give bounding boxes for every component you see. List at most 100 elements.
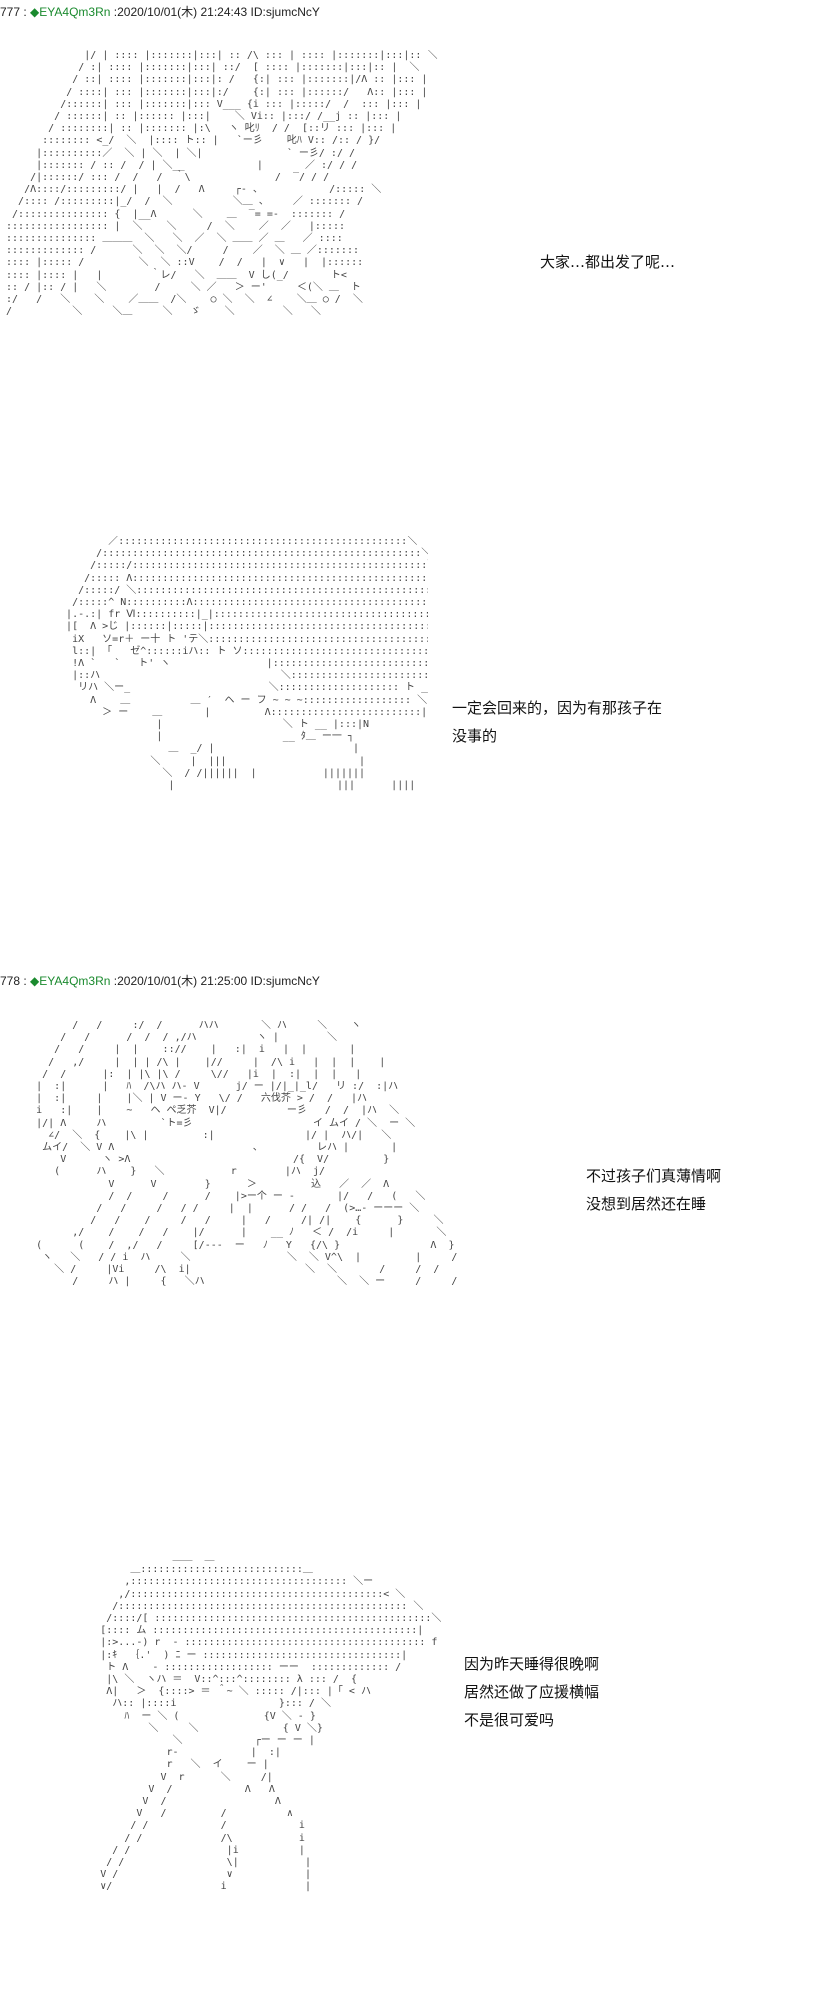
ascii-art-line: / ::::::| :: |:::::: |:::| ＼ Vi:: |:::/ … bbox=[0, 111, 402, 123]
ascii-art-line: ::::::::::::::::: | ＼ ＼ / ＼ ／ ／ |::::: bbox=[0, 220, 346, 232]
ascii-art-line: / / |i | bbox=[28, 1844, 305, 1856]
post-number: 777 bbox=[0, 5, 21, 19]
post-header-778: 778 : ◆EYA4Qm3Rn :2020/10/01(木) 21:25:00… bbox=[0, 972, 320, 989]
ascii-art-line: ∨/ i | bbox=[28, 1881, 311, 1893]
ascii-art-line: ＿ _/ | | bbox=[48, 743, 360, 755]
dialogue-line: 没想到居然还在睡 bbox=[586, 1195, 707, 1213]
ascii-art-line: ハ:: |::::i }::: / ＼ bbox=[28, 1698, 331, 1710]
ascii-art-line: :/ / ＼ ＼ ／＿＿ /＼ ○ ＼ ＼ ∠ ＼＿ ○ / ＼ bbox=[0, 294, 363, 306]
dialogue-line: 不是很可爱吗 bbox=[464, 1711, 555, 1729]
ascii-art-line: / / :/ / ハハ ＼ ハ ＼ ヽ bbox=[0, 1020, 362, 1031]
ascii-art-line: V V } ＞ 込 ／ ／ Λ bbox=[0, 1178, 390, 1190]
ascii-art-panel-3: / / :/ / ハハ ＼ ハ ＼ ヽ / / / / / ,/ハ ヽ | ＼ … bbox=[0, 1020, 580, 1470]
ascii-art-line: Λ| ＞ {::::> ＝ ＾~ ＼ ::::: /|::: |「 < ハ bbox=[28, 1686, 371, 1698]
post-datetime-id: :2020/10/01(木) 21:24:43 ID:sjumcNcY bbox=[110, 5, 320, 19]
ascii-art-line: |.-.:| fr Ⅵ::::::::::|_|::::::::::::::::… bbox=[66, 609, 428, 621]
ascii-art-line: / ::| :::: |:::::::|:::|: / {:| ::: |:::… bbox=[0, 74, 428, 86]
ascii-art-line: l::| 「 ゼ^::::::iハ:: ト ソ:::::::::::::::::… bbox=[72, 645, 428, 657]
ascii-art-line: |::ハ ＼::::::::::::::::::::::::::: | bbox=[48, 670, 428, 682]
ascii-art-line: |::::::: / :: / / | ＼__ | ／ :/ / / bbox=[0, 159, 358, 171]
ascii-art-line: ::::::::::::: / ＼ ＼ ＼/ / ／ ＼ ＿ ／::::::: bbox=[0, 245, 359, 257]
ascii-art-line: /|::::::/ ::: / / / ｀\ / ‾/ / / bbox=[0, 172, 330, 184]
ascii-art-line: / ＼ ＼＿ ＼ ゞ ＼ ＼ ＼ bbox=[0, 306, 321, 318]
ascii-art-line: V / ∨ | bbox=[28, 1869, 311, 1881]
dialogue-panel-3: 不过孩子们真薄情啊 没想到居然还在睡 bbox=[586, 1162, 721, 1218]
ascii-art-panel-2: ／:::::::::::::::::::::::::::::::::::::::… bbox=[48, 536, 428, 906]
ascii-art-line: / / /\ i bbox=[28, 1832, 305, 1844]
ascii-art-line: ＿:::::::::::::::::::::::::::＿ bbox=[28, 1564, 313, 1576]
ascii-art-line: ト Λ ‐ :::::::::::::::::: ーー ::::::::::::… bbox=[28, 1661, 402, 1673]
ascii-art-line: |/ | :::: |:::::::|:::| :: /\ ::: | ::::… bbox=[0, 50, 438, 61]
ascii-art-line: ∠/ ＼ { |\ | :| |/ | ハ/| ＼ bbox=[0, 1129, 392, 1141]
dialogue-line: 一定会回来的，因为有那孩子在 bbox=[452, 699, 663, 717]
ascii-art-line: /:::::::::::::::::::::::::::::::::::::::… bbox=[28, 1600, 424, 1612]
ascii-art-line: / :| :::: |:::::::|:::| ::/ [ :::: |::::… bbox=[0, 62, 420, 74]
ascii-art-line: Λ ＿ ＿ ′ ヘ ー フ ~ ~ ~:::::::::::::::::: ＼ソ bbox=[48, 694, 428, 706]
ascii-art-line: ＞ ー ＿ | Λ:::::::::::::::::::::::::| bbox=[48, 706, 428, 718]
post-header-777: 777 : ◆EYA4Qm3Rn :2020/10/01(木) 21:24:43… bbox=[0, 3, 320, 20]
ascii-art-line: V / Λ bbox=[28, 1796, 281, 1808]
ascii-art-line: / / | | ::// | :| i | | | bbox=[0, 1044, 356, 1056]
ascii-art-line: | __ ﾀ＿ ー一 ┐ bbox=[48, 731, 354, 743]
ascii-art-line: ＼ ┌ー ー ー | bbox=[28, 1735, 315, 1747]
ascii-art-line: :::: |::::: / ＼ ＼ ::V / / | ∨ | |:::::: bbox=[0, 257, 364, 269]
ascii-art-line: /::::/[ ::::::::::::::::::::::::::::::::… bbox=[28, 1613, 442, 1625]
ascii-art-line: /:::::::::::::::::::::::::::::::::::::::… bbox=[48, 548, 428, 560]
ascii-art-line: ムイ/ ＼ V Λ 、 レハ | | bbox=[0, 1142, 398, 1154]
ascii-art-line: / ハ | { ＼ハ ＼ ＼ ー / / bbox=[0, 1276, 458, 1288]
ascii-art-line: /:::::/ ＼:::::::::::::::::::::::::::::::… bbox=[48, 584, 428, 596]
ascii-art-line: / / \| | bbox=[28, 1857, 311, 1869]
ascii-art-line: :: / |:: / | ＼ / ＼ ／ ＞ ー' ＜(＼ ＿ ト bbox=[0, 281, 361, 293]
ascii-art-line: / / / / / | / /| /| { } ＼ bbox=[0, 1215, 444, 1227]
ascii-art-line: / / |: | |\ |\ / \// |i | :| | | | bbox=[0, 1068, 362, 1080]
ascii-art-line: V ヽ >Λ /{ V/ } bbox=[0, 1154, 390, 1166]
ascii-art-line: r ＼ イ ー | bbox=[28, 1759, 269, 1771]
ascii-art-line: |:>...-) r - :::::::::::::::::::::::::::… bbox=[28, 1637, 438, 1649]
ascii-art-line: / ,/ | | | /\ | |// | /\ i | | | | bbox=[0, 1056, 386, 1068]
ascii-art-line: ヽ ＼ / / i ハ ＼ ＼ ＼ V^\ | | / bbox=[0, 1251, 458, 1263]
ascii-art-line: | :| | ﾊ /\ハ ハ‐ V j/ ー |/|_|_l/ リ :/ :|ハ bbox=[0, 1081, 399, 1093]
dialogue-panel-2: 一定会回来的，因为有那孩子在 没事的 bbox=[452, 694, 662, 750]
ascii-art-line: ＼ / /|||||| | ||||||| bbox=[48, 767, 366, 779]
dialogue-line: 因为昨天睡得很晚啊 bbox=[464, 1655, 600, 1673]
ascii-art-line: ( ハ } ＼ r |ハ j/ bbox=[0, 1166, 326, 1178]
ascii-art-line: | ＼ ト __ |:::|N bbox=[48, 719, 370, 731]
ascii-art-line: :::: |:::: | | ｀レ/ ＼ ＿＿ V し(_/ ト< bbox=[0, 269, 347, 281]
post-number: 778 bbox=[0, 974, 21, 988]
ascii-art-line: V / / ∧ bbox=[28, 1808, 293, 1820]
ascii-art-line: ／:::::::::::::::::::::::::::::::::::::::… bbox=[48, 536, 418, 547]
ascii-art-line: /::::: Λ::::::::::::::::::::::::::::::::… bbox=[48, 572, 428, 584]
ascii-art-line: ＿＿ ＿ bbox=[28, 1552, 215, 1563]
ascii-art-line: iX ソ=r＋ ー十 ト 'テ＼::::::::::::::::::::::::… bbox=[72, 633, 428, 645]
dialogue-line: 居然还做了应援横幅 bbox=[464, 1683, 600, 1701]
post-trip[interactable]: ◆EYA4Qm3Rn bbox=[30, 974, 111, 988]
ascii-art-line: / ::::::::| :: |::::::: |:\ ヽ 叱ﾘ / / [::… bbox=[0, 123, 397, 135]
ascii-art-line: ＼ | ||| | bbox=[48, 755, 366, 767]
ascii-art-line: ＼ / |Vi /\ i| ＼ ＼ / / / bbox=[0, 1264, 440, 1276]
post-trip[interactable]: ◆EYA4Qm3Rn bbox=[30, 5, 111, 19]
ascii-art-line: | :| | |＼ | V ー‐ Y \/ / 六伐芥 > / / |ハ bbox=[0, 1093, 368, 1105]
ascii-art-line: | ||| |||| bbox=[48, 780, 416, 792]
ascii-art-line: !Λ ` ` ト' ヽ |:::::::::::::::::::::::::::… bbox=[72, 658, 428, 670]
ascii-art-line: |\ ＼ ヽハ ＝ V::^:::^:::::::: λ ::: / { bbox=[28, 1674, 357, 1686]
ascii-art-line: ＼ ＼ { V ＼} bbox=[28, 1722, 323, 1734]
ascii-art-line: |/| Λ ハ `ト=彡 イ ムイ / ＼ ー ＼ bbox=[0, 1117, 416, 1129]
ascii-art-line: /Λ::::/:::::::::/ | | / Λ ┌‐ 、 /::::: ＼ bbox=[0, 184, 382, 196]
ascii-art-line: /:::::/:::::::::::::::::::::::::::::::::… bbox=[48, 560, 428, 572]
dialogue-line: 不过孩子们真薄情啊 bbox=[586, 1167, 722, 1185]
ascii-art-line: i :| | ~ ヘ ペ乏芥 V|/ ー彡 / / |ハ ＼ bbox=[0, 1105, 400, 1117]
ascii-art-line: / / / i bbox=[28, 1820, 305, 1832]
ascii-art-line: / / / / / ,/ハ ヽ | ＼ bbox=[0, 1032, 338, 1044]
ascii-art-line: :::::::: <_/ ＼ |:::: ト:: | `ー彡 叱ﾊ V:: /:… bbox=[0, 135, 381, 147]
ascii-art-line: ﾊ ー ＼ ( {V ＼ ‐ } bbox=[28, 1710, 316, 1722]
ascii-art-line: / ::::| ::: |:::::::|:::|:/ {:| ::: |:::… bbox=[0, 86, 428, 98]
post-datetime-id: :2020/10/01(木) 21:25:00 ID:sjumcNcY bbox=[110, 974, 320, 988]
dialogue-line: 没事的 bbox=[452, 727, 498, 745]
ascii-art-line: / / / / |>ー个 ー ‐ |/ / ( ＼ bbox=[0, 1190, 426, 1202]
post-separator: : bbox=[20, 5, 31, 19]
ascii-art-line: /::::::| ::: |:::::::|::: V___ {i ::: |:… bbox=[0, 98, 422, 110]
ascii-art-line: /::::::::::::::: { |__Λ ＼ ＿ ‾= =- ::::::… bbox=[0, 208, 346, 220]
ascii-art-line: リハ ＼ー_ ＼:::::::::::::::::::: ト __ bbox=[48, 682, 428, 694]
ascii-art-line: V / Λ Λ bbox=[28, 1783, 275, 1795]
ascii-art-line: ::::::::::::::: ＿＿＿ ＼ ＼ ／ ＼ ＿＿ ／ ＿ ／ :::… bbox=[0, 233, 343, 245]
